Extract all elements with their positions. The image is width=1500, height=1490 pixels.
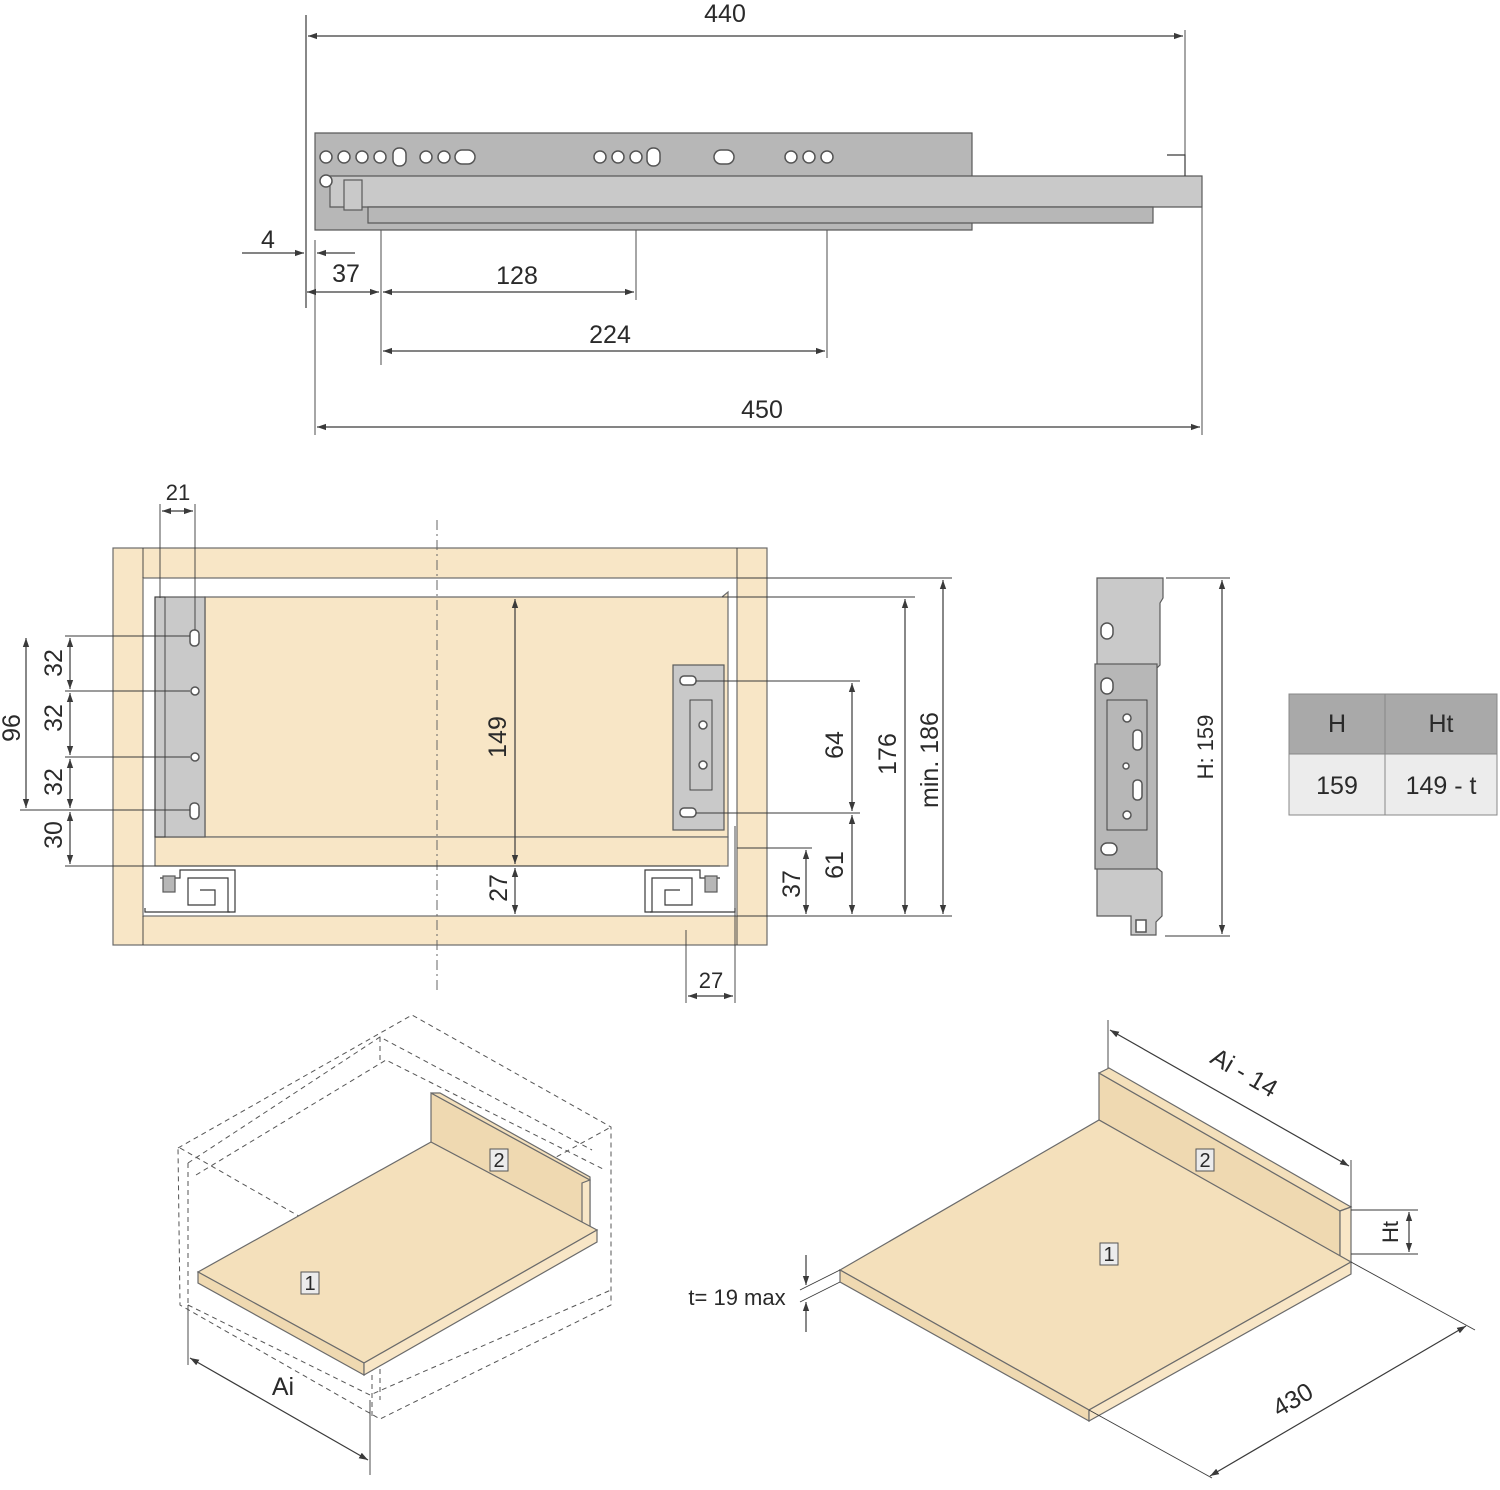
dim-bottom-gap: 37 xyxy=(778,870,806,898)
iso-left-dim-width: Ai xyxy=(272,1373,294,1401)
table-value-ht: 149 - t xyxy=(1406,772,1477,800)
iso-right-tag-bottom: 1 xyxy=(1103,1244,1114,1266)
table-header-ht: Ht xyxy=(1429,710,1454,738)
front-section-view: 21 96 32 32 32 30 149 27 64 61 37 176 mi… xyxy=(0,480,952,1003)
dim-side-gap: 21 xyxy=(166,480,190,505)
height-table: H Ht 159 149 - t xyxy=(1288,693,1498,816)
dim-front-offset: 4 xyxy=(261,226,275,254)
dim-min-opening: min. 186 xyxy=(916,712,944,808)
dim-bracket-bottom: 61 xyxy=(821,851,849,879)
dim-side-offset: 27 xyxy=(699,968,723,993)
dim-total-extended: 440 xyxy=(704,0,746,28)
dim-bracket-holes: 64 xyxy=(821,731,849,759)
runner-top-view: 440 4 37 128 224 450 xyxy=(242,0,1203,435)
table-header-h: H xyxy=(1328,710,1346,738)
dim-hole-spacing-1: 32 xyxy=(40,649,68,677)
dim-inner-height: 149 xyxy=(484,716,512,758)
iso-right-dim-thickness: t= 19 max xyxy=(688,1285,785,1310)
dim-hole-spacing-2: 32 xyxy=(40,704,68,732)
dim-length: 450 xyxy=(741,396,783,424)
dim-bracket-height: H: 159 xyxy=(1193,715,1218,780)
runner-holes xyxy=(319,147,834,188)
dim-rail-height: 27 xyxy=(485,874,513,902)
dim-hole-b: 224 xyxy=(589,321,631,349)
iso-drawer-in-cabinet: 2 1 Ai xyxy=(177,1014,612,1475)
iso-drawer-parts: 2 1 Ai - 14 Ht t= 19 max 430 xyxy=(688,1020,1476,1479)
table-value-h: 159 xyxy=(1316,772,1358,800)
iso-right-dim-back-height: Ht xyxy=(1378,1221,1403,1243)
dim-hole-a: 128 xyxy=(496,262,538,290)
side-bracket-view: H: 159 xyxy=(1094,577,1230,937)
iso-right-dim-width: Ai - 14 xyxy=(1206,1043,1283,1103)
iso-left-tag-bottom: 1 xyxy=(304,1273,315,1295)
dim-hole-spacing-3: 32 xyxy=(40,768,68,796)
dim-hole-total: 96 xyxy=(0,714,26,742)
iso-right-dim-depth: 430 xyxy=(1268,1378,1318,1423)
iso-left-tag-back: 2 xyxy=(493,1150,504,1172)
iso-right-tag-back: 2 xyxy=(1199,1150,1210,1172)
dim-drawer-height: 176 xyxy=(874,733,902,775)
dim-first-hole: 37 xyxy=(332,260,360,288)
dim-hole-bottom: 30 xyxy=(40,821,68,849)
